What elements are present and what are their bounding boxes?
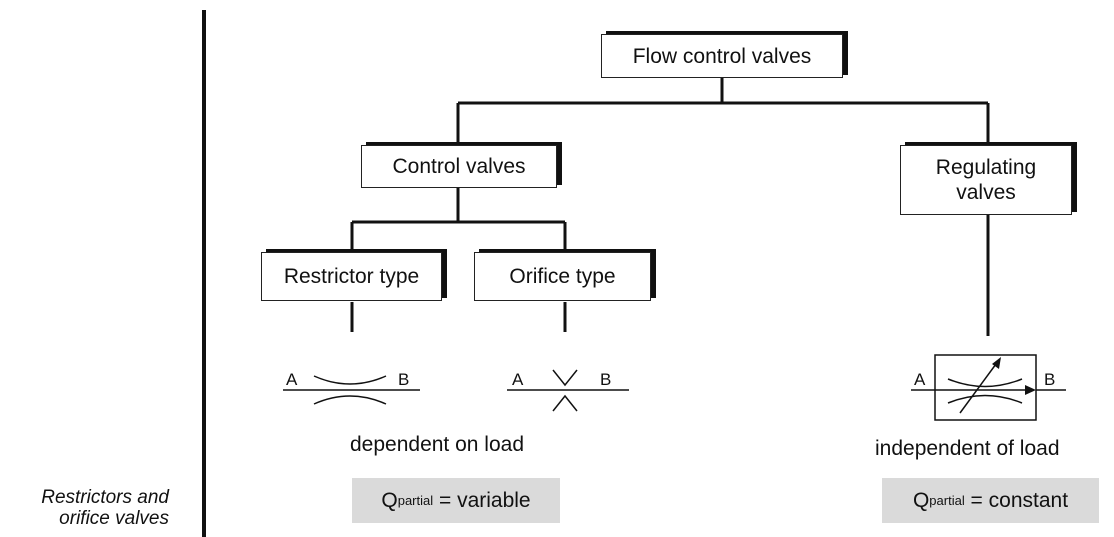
restrictor-type-box: Restrictor type xyxy=(261,252,442,301)
restrictor-port-a: A xyxy=(286,370,298,389)
vertical-divider xyxy=(202,10,206,537)
restrictor-type-label: Restrictor type xyxy=(283,265,420,288)
side-note-line1: Restrictors and xyxy=(41,487,169,508)
tree-connectors xyxy=(350,78,990,336)
regulating-port-b: B xyxy=(1044,370,1055,389)
regulating-valves-box: Regulating valves xyxy=(900,145,1072,215)
q-variable-symbol: Q xyxy=(381,488,398,512)
regulating-valves-label-line1: Regulating xyxy=(935,156,1037,179)
independent-of-load-caption: independent of load xyxy=(875,437,1060,460)
q-constant-symbol: Q xyxy=(912,488,930,512)
side-note: Restrictors and orifice valves xyxy=(41,487,169,529)
q-variable-subscript: partial xyxy=(397,493,434,508)
q-constant-subscript: partial xyxy=(929,493,965,508)
q-variable-value: = variable xyxy=(433,488,531,512)
restrictor-port-b: B xyxy=(398,370,409,389)
flow-control-valves-box: Flow control valves xyxy=(601,34,843,78)
orifice-symbol: A B xyxy=(507,369,629,412)
q-constant-value: = constant xyxy=(964,488,1069,512)
orifice-port-b: B xyxy=(600,370,611,389)
control-valves-label: Control valves xyxy=(392,155,526,178)
control-valves-box: Control valves xyxy=(361,145,557,188)
orifice-type-box: Orifice type xyxy=(474,252,651,301)
regulating-port-a: A xyxy=(914,370,926,389)
restrictor-symbol: A B xyxy=(283,370,420,405)
regulating-valves-label-line2: valves xyxy=(956,181,1016,204)
dependent-on-load-caption: dependent on load xyxy=(350,433,524,456)
side-note-line2: orifice valves xyxy=(59,508,169,529)
flow-control-valves-label: Flow control valves xyxy=(632,44,812,68)
orifice-port-a: A xyxy=(512,370,524,389)
regulating-valve-symbol: A B xyxy=(911,354,1066,421)
orifice-type-label: Orifice type xyxy=(509,265,616,288)
